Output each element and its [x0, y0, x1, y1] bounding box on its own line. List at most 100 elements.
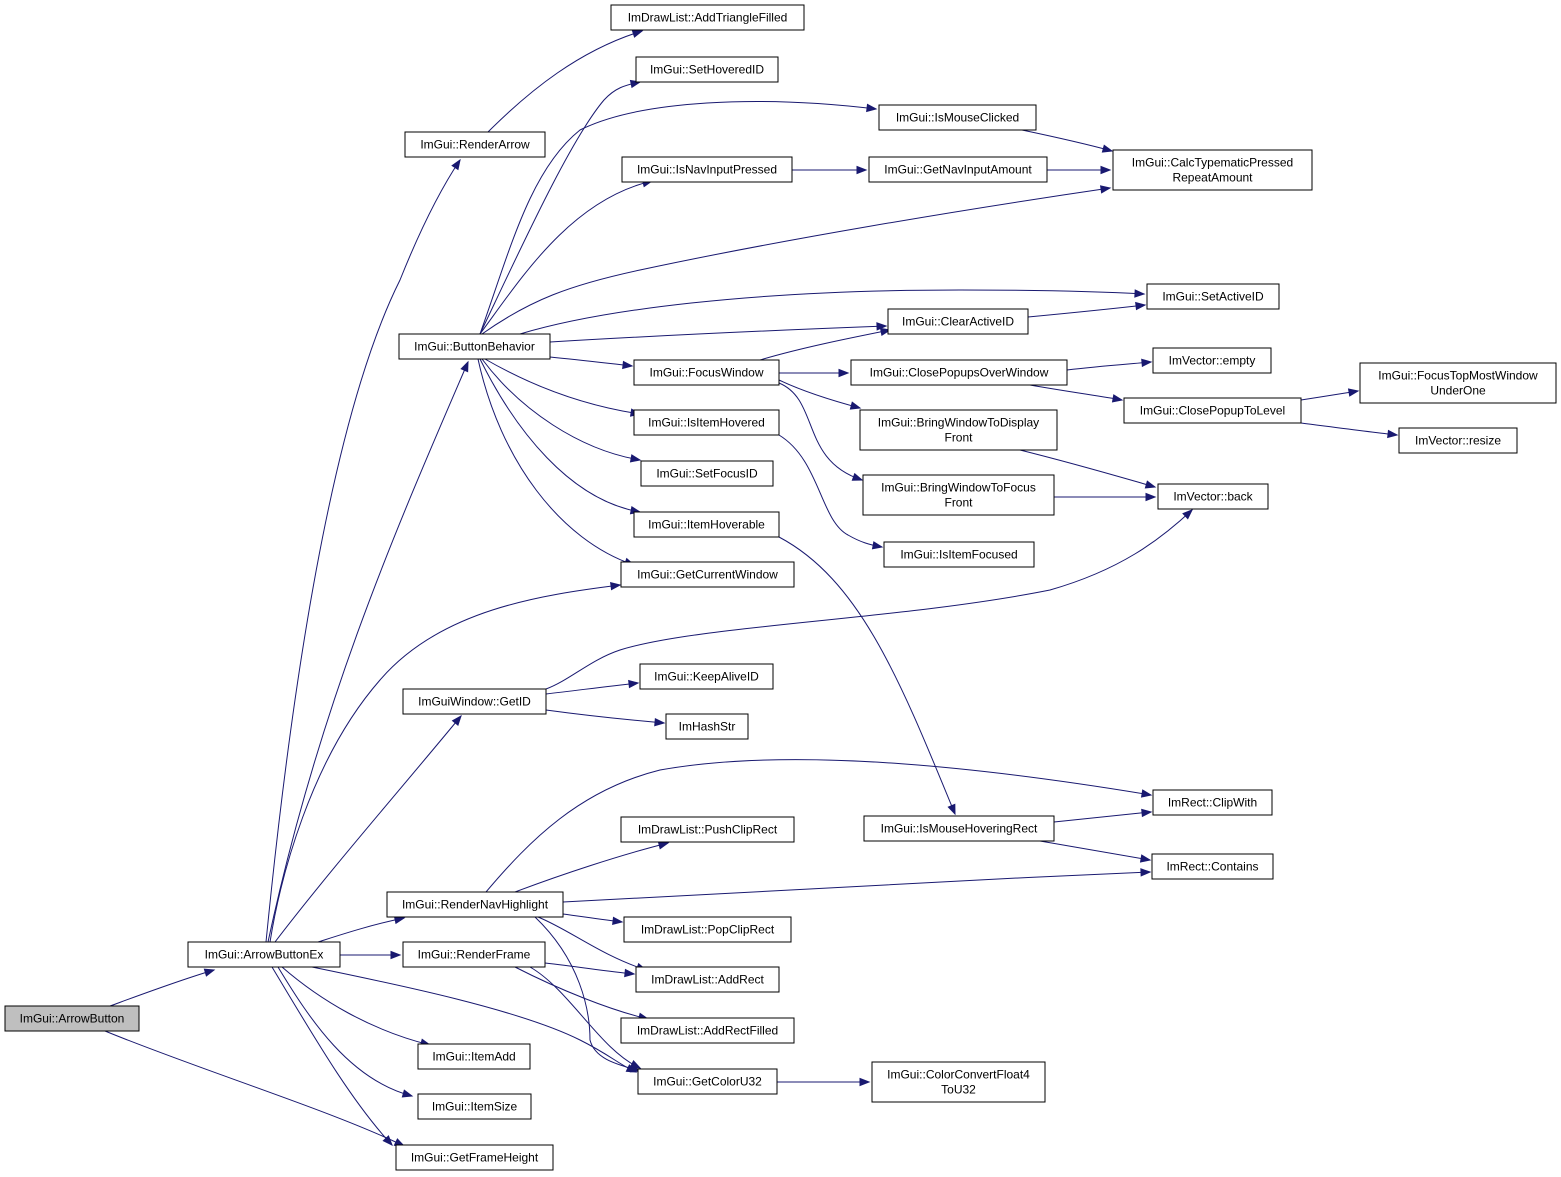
edge-buttonbehavior-to-calctypematicpressedrepeatamount-arrowhead [1099, 185, 1112, 194]
node-imvectorback[interactable]: ImVector::back [1157, 483, 1269, 510]
node-arrowbutton[interactable]: ImGui::ArrowButton [4, 1005, 140, 1032]
node-box [402, 688, 547, 715]
node-box [1123, 397, 1302, 424]
node-itemadd[interactable]: ImGui::ItemAdd [417, 1043, 531, 1070]
node-box [610, 4, 805, 31]
node-box [620, 1017, 795, 1044]
node-renderarrow[interactable]: ImGui::RenderArrow [404, 131, 546, 158]
node-keepaliveid[interactable]: ImGui::KeepAliveID [639, 663, 774, 690]
node-box [1359, 362, 1557, 404]
node-isitemhovered[interactable]: ImGui::IsItemHovered [633, 409, 780, 436]
node-getframeheight[interactable]: ImGui::GetFrameHeight [395, 1144, 554, 1171]
node-label: ImGui::ClosePopupsOverWindow [870, 366, 1049, 380]
node-box [4, 1005, 140, 1032]
node-renderframe[interactable]: ImGui::RenderFrame [402, 941, 546, 968]
node-box [878, 104, 1037, 131]
node-label: ImGui::ItemAdd [432, 1050, 515, 1064]
node-imrectclipwith[interactable]: ImRect::ClipWith [1152, 789, 1273, 816]
node-label: ImVector::resize [1415, 434, 1501, 448]
node-label: ToU32 [941, 1083, 976, 1097]
node-itemhoverable[interactable]: ImGui::ItemHoverable [633, 511, 780, 538]
node-box [850, 359, 1068, 386]
edge-getid-to-imhashstr [545, 709, 665, 724]
node-box [417, 1093, 532, 1120]
node-box [1152, 347, 1272, 374]
node-getnavinputamount[interactable]: ImGui::GetNavInputAmount [868, 156, 1048, 183]
node-itemsize[interactable]: ImGui::ItemSize [417, 1093, 532, 1120]
node-closepopupsoverwindow[interactable]: ImGui::ClosePopupsOverWindow [850, 359, 1068, 386]
node-pushcliprect[interactable]: ImDrawList::PushClipRect [620, 816, 795, 843]
edge-buttonbehavior-to-setfocusid-arrowhead [629, 454, 642, 463]
edge-ismousehoveringrect-to-imrectcontains-arrowhead [1139, 854, 1152, 863]
node-label: ImVector::back [1173, 490, 1253, 504]
edge-buttonbehavior-to-calctypematicpressedrepeatamount [481, 187, 1111, 335]
edge-rendernavhighlight-to-imrectcontains [562, 871, 1151, 903]
edge-renderarrow-to-addtrianglefilled-arrowhead [631, 29, 644, 38]
node-box [871, 1061, 1046, 1103]
edge-buttonbehavior-to-setactiveid-arrowhead [1134, 289, 1146, 298]
node-box [883, 541, 1035, 568]
node-box [386, 891, 564, 918]
edge-buttonbehavior-to-setactiveid [519, 289, 1145, 335]
node-label: ImHashStr [679, 720, 736, 734]
node-imvectorempty[interactable]: ImVector::empty [1152, 347, 1272, 374]
node-box [862, 474, 1055, 516]
node-getcurrentwindow[interactable]: ImGui::GetCurrentWindow [620, 561, 795, 588]
node-box [1112, 149, 1313, 191]
node-getcoloru32[interactable]: ImGui::GetColorU32 [637, 1068, 778, 1095]
edge-getid-to-keepaliveid [545, 682, 639, 695]
node-buttonbehavior[interactable]: ImGui::ButtonBehavior [398, 333, 551, 360]
edge-arrowbuttonex-to-getframeheight-arrowhead [382, 1135, 393, 1147]
node-isitemfocused[interactable]: ImGui::IsItemFocused [883, 541, 1035, 568]
node-focuswindow[interactable]: ImGui::FocusWindow [633, 359, 780, 386]
node-box [637, 1068, 778, 1095]
edge-rendernavhighlight-to-imrectcontains-arrowhead [1140, 868, 1152, 877]
node-rendernavhighlight[interactable]: ImGui::RenderNavHighlight [386, 891, 564, 918]
node-box [633, 359, 780, 386]
edge-buttonbehavior-to-itemhoverable [479, 358, 641, 513]
node-label: ImGui::SetFocusID [656, 467, 758, 481]
edge-arrowbuttonex-to-buttonbehavior-arrowhead [460, 360, 469, 373]
node-imrectcontains[interactable]: ImRect::Contains [1151, 853, 1274, 880]
node-setactiveid[interactable]: ImGui::SetActiveID [1146, 283, 1280, 310]
node-ismouseclicked[interactable]: ImGui::IsMouseClicked [878, 104, 1037, 131]
edge-getid-to-keepaliveid-arrowhead [628, 679, 640, 689]
edge-arrowbutton-to-arrowbuttonex-arrowhead [203, 968, 216, 977]
node-label: ImGui::ArrowButtonEx [205, 948, 324, 962]
node-label: ImGui::IsItemHovered [648, 416, 765, 430]
node-arrowbuttonex[interactable]: ImGui::ArrowButtonEx [187, 941, 341, 968]
node-label: ImGui::RenderNavHighlight [402, 898, 549, 912]
node-clearactiveid[interactable]: ImGui::ClearActiveID [887, 308, 1029, 335]
node-label: ImRect::ClipWith [1168, 796, 1257, 810]
node-label: ImGui::RenderFrame [418, 948, 531, 962]
node-popcliprect[interactable]: ImDrawList::PopClipRect [623, 916, 792, 943]
node-box [402, 941, 546, 968]
node-label: ImGui::BringWindowToFocus [881, 481, 1036, 495]
edge-arrowbuttonex-to-getid [274, 715, 462, 943]
node-getid[interactable]: ImGuiWindow::GetID [402, 688, 547, 715]
edge-ismousehoveringrect-to-imrectcontains [1039, 840, 1151, 861]
edge-arrowbuttonex-to-getcoloru32 [311, 966, 637, 1073]
node-setfocusid[interactable]: ImGui::SetFocusID [640, 460, 774, 487]
node-isnavinputpressed[interactable]: ImGui::IsNavInputPressed [621, 156, 793, 183]
node-imvectorresize[interactable]: ImVector::resize [1398, 427, 1518, 454]
node-imhashstr[interactable]: ImHashStr [665, 713, 749, 740]
node-sethoveredid[interactable]: ImGui::SetHoveredID [635, 56, 779, 83]
node-addrect[interactable]: ImDrawList::AddRect [635, 966, 780, 993]
node-ismousehoveringrect[interactable]: ImGui::IsMouseHoveringRect [863, 815, 1055, 842]
node-box [395, 1144, 554, 1171]
edge-arrowbuttonex-to-getcurrentwindow [269, 584, 621, 943]
node-label: Front [944, 496, 973, 510]
node-closepopuptolevel[interactable]: ImGui::ClosePopupToLevel [1123, 397, 1302, 424]
edge-isnavinputpressed-to-getnavinputamount-arrowhead [856, 165, 868, 175]
edge-isitemhovered-to-isitemfocused-arrowhead [871, 541, 884, 550]
edge-closepopupsoverwindow-to-imvectorempty [1066, 361, 1152, 371]
edge-rendernavhighlight-to-imrectclipwith [485, 759, 1152, 893]
node-addrectfilled[interactable]: ImDrawList::AddRectFilled [620, 1017, 795, 1044]
node-addtrianglefilled[interactable]: ImDrawList::AddTriangleFilled [610, 4, 805, 31]
